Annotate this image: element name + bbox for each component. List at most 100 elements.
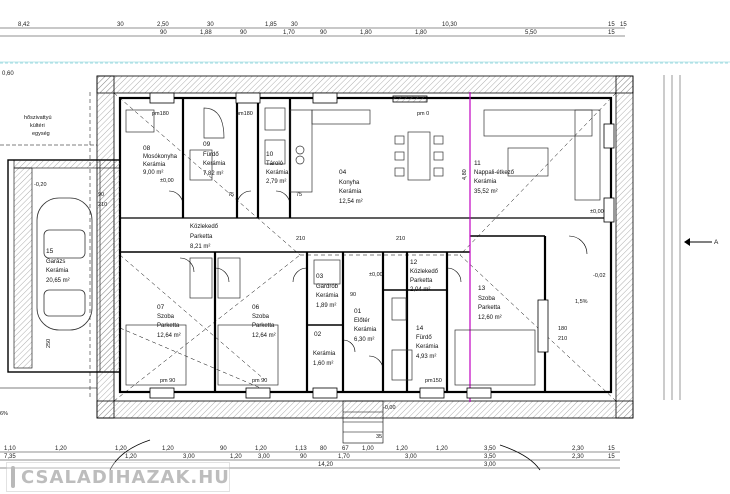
bottom-dimension-row-1: 1,10 1,20 1,20 1,20 90 1,20 1,13 80 67 1… bbox=[4, 446, 615, 452]
room-area: 12,64 m² bbox=[252, 333, 276, 339]
dim-text: 1,80 bbox=[415, 30, 427, 36]
dim-text: 67 bbox=[342, 446, 349, 452]
dim-text: 1,20 bbox=[436, 446, 448, 452]
room-number: 07 bbox=[157, 304, 165, 311]
dim-text: 1,20 bbox=[396, 446, 408, 452]
room-04: 04 Konyha Kerámia 12,54 m² bbox=[339, 169, 363, 205]
dim-text: 1,20 bbox=[55, 446, 67, 452]
room-12: 12 Közlekedő Parketta 2,04 m² bbox=[410, 259, 439, 293]
dim-text: 7,35 bbox=[4, 454, 16, 460]
dim-text: 80 bbox=[320, 446, 327, 452]
car-icon bbox=[36, 197, 93, 331]
dim-text: 3,50 bbox=[484, 446, 496, 452]
room-floor: Parketta bbox=[190, 234, 213, 240]
window-height-label: pm180 bbox=[236, 111, 253, 117]
height-label: 4,80 bbox=[462, 169, 468, 180]
watermark-text: CSALADIHAZAK.HU bbox=[21, 466, 230, 488]
room-name: Tároló bbox=[266, 161, 284, 167]
dim-text: 1,80 bbox=[360, 30, 372, 36]
slope-label: 6% bbox=[0, 411, 8, 417]
room-area: 12,60 m² bbox=[478, 315, 502, 321]
dim-text: 1,13 bbox=[295, 446, 307, 452]
room-number: 15 bbox=[46, 248, 54, 255]
dim-text: 30 bbox=[117, 22, 124, 28]
dim-text: 15 bbox=[608, 454, 615, 460]
dim-text: 2,30 bbox=[572, 454, 584, 460]
room-11: 11 Nappali-étkező Kerámia 35,52 m² bbox=[474, 160, 515, 195]
room-number: 09 bbox=[203, 141, 211, 148]
room-floor: Kerámia bbox=[354, 327, 377, 333]
furniture bbox=[125, 107, 601, 386]
dim-text: 1,00 bbox=[362, 446, 374, 452]
room-floor: Kerámia bbox=[266, 170, 289, 176]
room-floor: Kerámia bbox=[416, 344, 439, 350]
room-08: 08 Mosókonyha Kerámia 9,00 m² bbox=[143, 145, 178, 176]
room-name: Előtér bbox=[354, 318, 370, 324]
top-windows bbox=[149, 92, 615, 399]
level-label: -0,02 bbox=[593, 273, 606, 279]
dim-text: 15 bbox=[608, 22, 615, 28]
watermark: CSALADIHAZAK.HU bbox=[6, 462, 230, 492]
room-floor: Parketta bbox=[157, 323, 180, 329]
section-marker bbox=[684, 238, 712, 246]
top-dimension-row-2: 90 1,88 90 1,70 90 1,80 1,80 5,50 15 bbox=[160, 30, 615, 36]
room-floor: Kerámia bbox=[46, 268, 69, 274]
room-name: Fürdő bbox=[416, 335, 432, 341]
dim-text: 3,00 bbox=[258, 454, 270, 460]
room-01: 01 Előtér Kerámia 6,30 m² bbox=[354, 308, 377, 343]
room-number: 08 bbox=[143, 145, 151, 152]
roof-lines bbox=[89, 92, 617, 402]
dim-text: 90 bbox=[160, 30, 167, 36]
room-number: 12 bbox=[410, 259, 418, 266]
label-line: egység bbox=[32, 131, 50, 137]
room-06: 06 Szoba Parketta 12,64 m² bbox=[252, 304, 276, 339]
room-number: 13 bbox=[478, 285, 486, 292]
dim-text: 3,50 bbox=[484, 454, 496, 460]
house-logo-icon bbox=[11, 466, 15, 488]
room-area: 20,65 m² bbox=[46, 278, 70, 284]
room-floor: Kerámia bbox=[143, 162, 166, 168]
room-area: 4,93 m² bbox=[416, 354, 436, 360]
room-10: 10 Tároló Kerámia 2,79 m² bbox=[266, 151, 289, 185]
dim-text: 14,20 bbox=[318, 462, 334, 468]
dim-text: 5,50 bbox=[525, 30, 537, 36]
room-area: 35,52 m² bbox=[474, 189, 498, 195]
room-14: 14 Fürdő Kerámia 4,93 m² bbox=[416, 325, 439, 360]
bottom-dimension-row-3: 14,20 3,00 bbox=[318, 462, 496, 468]
door-label: 90 bbox=[350, 292, 356, 298]
level-label: ±0,00 bbox=[590, 209, 604, 215]
dim-text: 1,20 bbox=[230, 454, 242, 460]
bottom-dimension-row-2: 7,35 1,20 3,00 1,20 3,00 90 1,70 3,00 3,… bbox=[4, 454, 615, 460]
window-height-label: pm150 bbox=[425, 378, 442, 384]
room-name: Fürdő bbox=[203, 152, 219, 158]
room-name: Mosókonyha bbox=[143, 154, 178, 160]
room-name: Közlekedő bbox=[190, 224, 219, 230]
top-dimension-row-1: 8,42 30 2,50 30 1,85 30 10,30 15 15 bbox=[18, 22, 627, 28]
door-label: 180 bbox=[558, 326, 567, 332]
dim-text: 90 bbox=[240, 30, 247, 36]
room-floor: Kerámia bbox=[339, 189, 362, 195]
room-number: 02 bbox=[314, 331, 322, 338]
door-label: 210 bbox=[98, 202, 107, 208]
room-number: 10 bbox=[266, 151, 274, 158]
level-label: -0,20 bbox=[34, 182, 47, 188]
door-label: 75 bbox=[296, 192, 302, 198]
label-line: hőszivattyú bbox=[24, 115, 52, 121]
dim-text: 1,20 bbox=[255, 446, 267, 452]
dim-text: 1,70 bbox=[283, 30, 295, 36]
dim-text: 2,50 bbox=[157, 22, 169, 28]
dim-text: 3,00 bbox=[183, 454, 195, 460]
window-height-label: pm 90 bbox=[252, 378, 267, 384]
room-floor: Kerámia bbox=[474, 179, 497, 185]
label-line: kültéri bbox=[30, 123, 45, 129]
level-label: ±0,00 bbox=[160, 178, 174, 184]
dim-text: 1,20 bbox=[115, 446, 127, 452]
room-name: Szoba bbox=[478, 296, 496, 302]
room-hallway: Közlekedő Parketta 8,21 m² bbox=[190, 224, 219, 250]
exterior-walls bbox=[96, 75, 634, 419]
room-09: 09 Fürdő Kerámia 7,82 m² bbox=[203, 141, 226, 177]
room-area: 1,89 m² bbox=[316, 303, 336, 309]
door-label: 75 bbox=[228, 192, 234, 198]
room-02: 02 Kerámia 1,60 m² bbox=[313, 331, 336, 367]
